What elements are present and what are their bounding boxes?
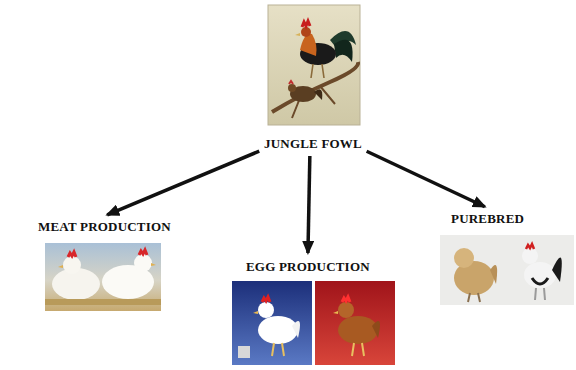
arrow (367, 151, 485, 206)
node-label: PUREBRED (449, 208, 526, 228)
arrow (308, 156, 310, 253)
node-label: MEAT PRODUCTION (36, 216, 173, 236)
node-label: EGG PRODUCTION (244, 256, 372, 276)
node-text: PUREBRED (451, 211, 524, 226)
layer-photos (232, 281, 395, 365)
node-label: JUNGLE FOWL (262, 133, 364, 153)
purebred-photo (440, 235, 574, 305)
arrow (107, 151, 259, 215)
node-text: JUNGLE FOWL (264, 136, 362, 151)
node-text: EGG PRODUCTION (246, 259, 370, 274)
node-text: MEAT PRODUCTION (38, 219, 171, 234)
jungle-fowl-picture (268, 5, 360, 125)
broiler-photo (45, 243, 161, 311)
